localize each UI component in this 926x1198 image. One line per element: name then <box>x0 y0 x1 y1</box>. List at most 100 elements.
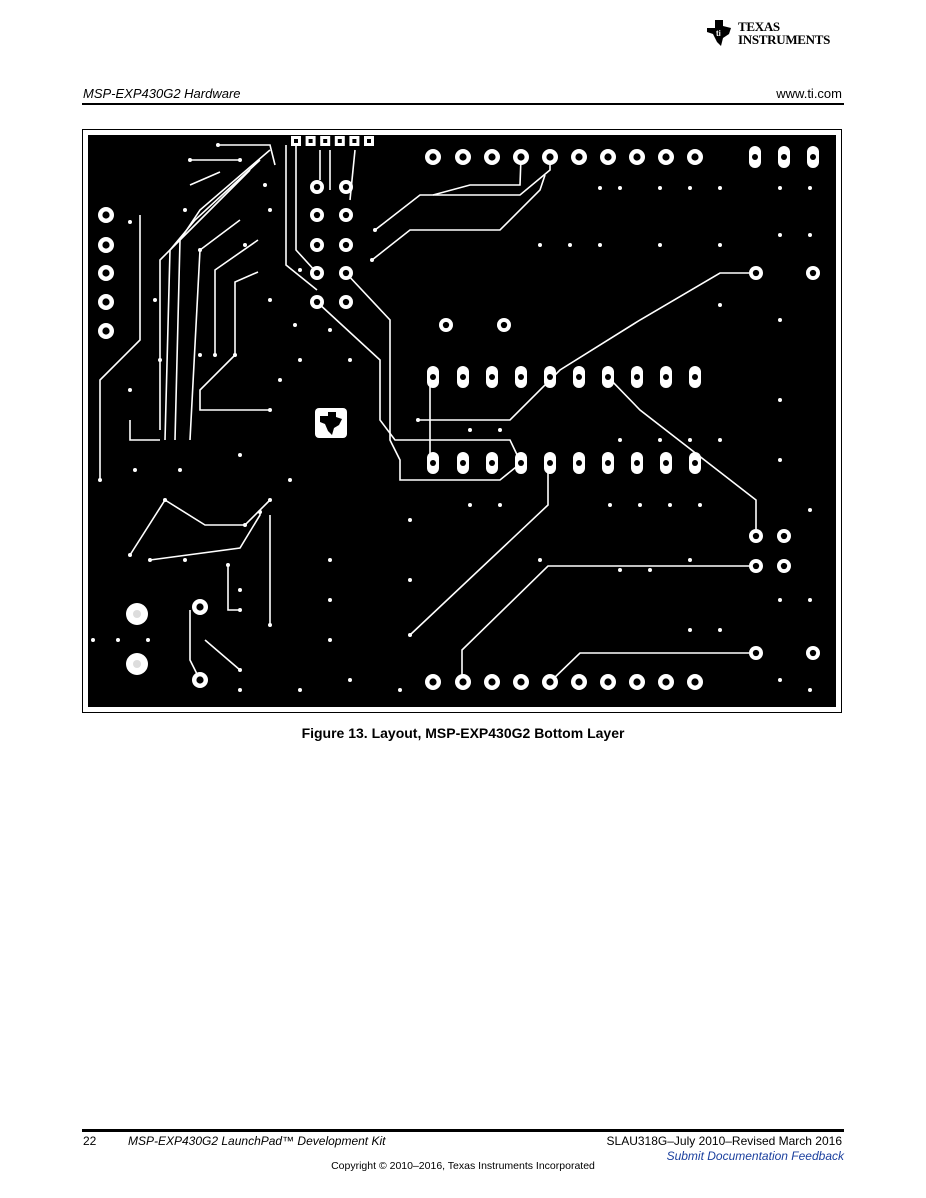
via <box>778 318 782 322</box>
submit-feedback-link[interactable]: Submit Documentation Feedback <box>666 1149 844 1163</box>
header-pad-hole <box>662 678 670 686</box>
via <box>778 233 782 237</box>
pad-hole <box>809 649 817 657</box>
via <box>293 323 297 327</box>
via <box>658 438 662 442</box>
via <box>178 468 182 472</box>
jumper-pad-hole <box>313 241 321 249</box>
via <box>216 143 220 147</box>
document-id: SLAU318G–July 2010–Revised March 2016 <box>606 1134 842 1148</box>
via <box>648 568 652 572</box>
test-pad-hole <box>294 139 298 143</box>
via <box>568 243 572 247</box>
ic-pad-hole <box>518 460 524 466</box>
copper-trace <box>374 157 551 231</box>
via <box>718 186 722 190</box>
left-header-pad-hole <box>102 241 110 249</box>
via <box>808 598 812 602</box>
connector-pad-hole <box>810 154 816 160</box>
ic-pad-hole <box>663 374 669 380</box>
via <box>188 158 192 162</box>
copper-trace <box>316 301 522 464</box>
via <box>238 668 242 672</box>
pad-hole <box>752 269 760 277</box>
ic-pad-hole <box>547 374 553 380</box>
copper-trace <box>164 499 271 526</box>
pad-hole <box>500 321 508 329</box>
header-pad-hole <box>459 153 467 161</box>
connector-pad-hole <box>781 154 787 160</box>
header-pad-hole <box>604 678 612 686</box>
header-pad-hole <box>429 153 437 161</box>
copper-trace <box>461 565 756 682</box>
via <box>153 298 157 302</box>
header-pad-hole <box>575 153 583 161</box>
via <box>658 186 662 190</box>
ic-pad-hole <box>692 460 698 466</box>
ic-pad-hole <box>576 460 582 466</box>
ic-pad-hole <box>489 460 495 466</box>
left-header-pad-hole <box>102 327 110 335</box>
copper-trace <box>189 171 221 186</box>
left-header-pad-hole <box>102 298 110 306</box>
copper-trace <box>418 272 756 421</box>
via <box>348 678 352 682</box>
test-pad-hole <box>308 139 313 143</box>
via <box>258 510 262 514</box>
via <box>268 408 272 412</box>
jumper-pad-hole <box>342 211 350 219</box>
via <box>198 353 202 357</box>
via <box>618 568 622 572</box>
via <box>688 628 692 632</box>
header-pad-hole <box>517 678 525 686</box>
header-pad-hole <box>575 678 583 686</box>
via <box>298 268 302 272</box>
ic-pad-hole <box>460 374 466 380</box>
copper-trace <box>214 239 259 355</box>
logo-text-instruments: Instruments <box>738 32 831 47</box>
via <box>233 353 237 357</box>
header-pad-hole <box>517 153 525 161</box>
board-ti-logo-mark <box>320 412 342 435</box>
jumper-pad-hole <box>313 269 321 277</box>
copper-trace <box>159 169 251 430</box>
copper-trace <box>295 141 318 274</box>
website-link[interactable]: www.ti.com <box>776 86 842 101</box>
via <box>538 243 542 247</box>
via <box>238 588 242 592</box>
via <box>163 498 167 502</box>
pcb-figure <box>82 129 842 713</box>
via <box>183 208 187 212</box>
via <box>116 638 120 642</box>
via <box>298 358 302 362</box>
pad-hole <box>442 321 450 329</box>
via <box>808 186 812 190</box>
pad-hole <box>809 269 817 277</box>
via <box>373 228 377 232</box>
via <box>618 186 622 190</box>
via <box>598 186 602 190</box>
via <box>268 498 272 502</box>
header-pad-hole <box>633 678 641 686</box>
header-pad-hole <box>488 153 496 161</box>
via <box>243 243 247 247</box>
via <box>408 578 412 582</box>
via <box>128 388 132 392</box>
copper-trace <box>409 463 549 636</box>
header-pad-hole <box>488 678 496 686</box>
via <box>183 558 187 562</box>
pad-hole <box>196 676 204 684</box>
ic-pad-hole <box>430 460 436 466</box>
test-pad-hole <box>352 139 357 143</box>
via <box>688 558 692 562</box>
via <box>408 633 412 637</box>
via <box>598 243 602 247</box>
via <box>268 298 272 302</box>
logo-text-texas: Texas <box>738 19 780 34</box>
via <box>328 328 332 332</box>
via <box>198 248 202 252</box>
copper-trace <box>99 215 141 480</box>
via <box>91 638 95 642</box>
ic-pad-hole <box>634 460 640 466</box>
via <box>158 358 162 362</box>
